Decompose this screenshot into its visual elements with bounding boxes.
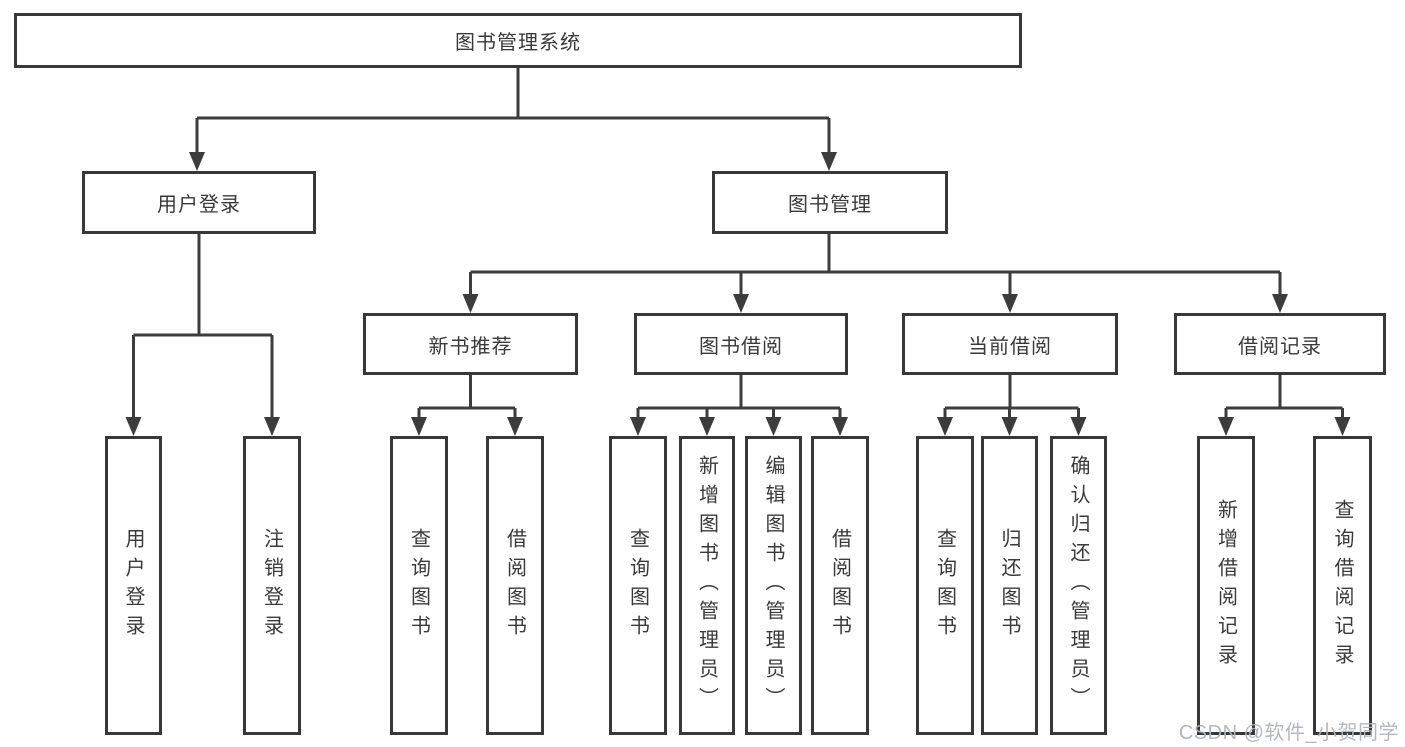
node-user-login: 用户登录 xyxy=(82,171,316,234)
leaf-current-return-books: 归还图书 xyxy=(981,436,1038,735)
leaf-borrow-query-books: 查询图书 xyxy=(609,436,667,735)
leaf-logout: 注销登录 xyxy=(243,436,301,735)
node-borrowing-records: 借阅记录 xyxy=(1174,313,1386,375)
node-current-borrowing: 当前借阅 xyxy=(902,313,1118,375)
leaf-borrow-borrow-books: 借阅图书 xyxy=(811,436,869,735)
node-book-borrowing: 图书借阅 xyxy=(634,313,848,375)
leaf-records-query-record: 查询借阅记录 xyxy=(1313,436,1372,735)
leaf-records-add-record: 新增借阅记录 xyxy=(1197,436,1255,735)
node-root-library-system: 图书管理系统 xyxy=(14,13,1022,68)
leaf-borrow-edit-books-admin: 编辑图书（管理员） xyxy=(745,436,802,735)
leaf-newbook-borrow-books: 借阅图书 xyxy=(486,436,544,735)
leaf-current-query-books: 查询图书 xyxy=(916,436,974,735)
leaf-current-confirm-return-admin: 确认归还（管理员） xyxy=(1050,436,1107,735)
leaf-newbook-query-books: 查询图书 xyxy=(390,436,448,735)
leaf-user-login: 用户登录 xyxy=(105,436,162,735)
watermark: CSDN @软件_小贺同学 xyxy=(1178,722,1399,744)
node-book-management: 图书管理 xyxy=(712,171,948,234)
leaf-borrow-add-books-admin: 新增图书（管理员） xyxy=(679,436,735,735)
arrowheads xyxy=(125,152,1351,436)
node-new-book-recommend: 新书推荐 xyxy=(363,313,578,375)
